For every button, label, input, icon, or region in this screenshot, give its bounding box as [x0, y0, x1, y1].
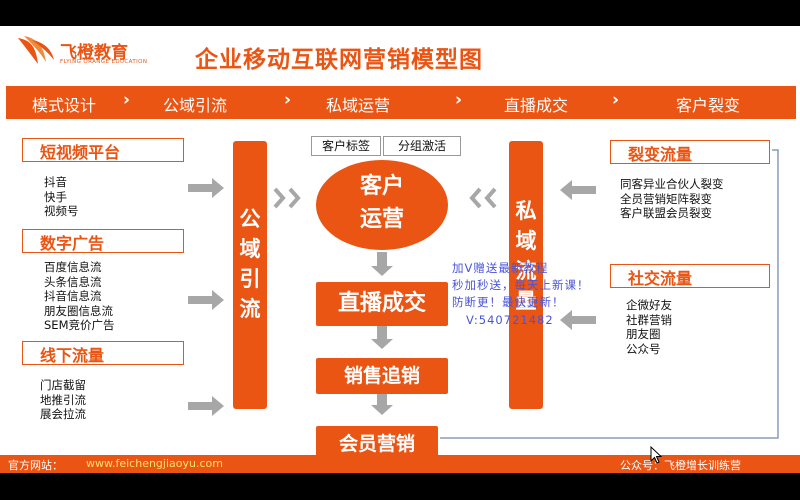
- list-item: 朋友圈: [626, 327, 661, 341]
- list-item: 展会拉流: [40, 407, 86, 421]
- mouse-cursor-icon: [650, 446, 662, 464]
- connector-arrows: [188, 144, 779, 439]
- stage-public-traffic: 公域引流: [163, 96, 228, 115]
- stage-customer-fission: 客户裂变: [676, 96, 741, 115]
- list-item: 地推引流: [40, 392, 86, 407]
- customer-ops-ellipse: 客户运营: [316, 160, 448, 250]
- watermark-line: 防断更！最快更新！: [452, 295, 565, 309]
- public-traffic-bar: [233, 141, 267, 409]
- slide: 飞橙教育 FLYING ORANGE EDUCATION 企业移动互联网营销模型…: [0, 26, 800, 473]
- watermark-line: 加V赠送最新教程: [452, 261, 549, 275]
- stage-band: [6, 86, 796, 119]
- digital-ads-title: 数字广告: [40, 234, 105, 253]
- stage-private-ops: 私域运营: [326, 96, 391, 115]
- stage-live-deal: 直播成交: [504, 96, 569, 115]
- offline-box: [22, 341, 184, 365]
- chevron-right-icon: ›: [612, 90, 620, 110]
- list-item: 百度信息流: [44, 260, 102, 274]
- short-video-box: [22, 138, 184, 162]
- fission-title: 裂变流量: [628, 145, 693, 164]
- public-traffic-text: 公域引流: [239, 207, 261, 321]
- public-traffic-label: 公域引流: [233, 204, 267, 324]
- digital-ads-box: [22, 229, 184, 253]
- list-item: 同客异业合伙人裂变: [620, 177, 724, 191]
- offline-title: 线下流量: [40, 346, 105, 365]
- list-item: 抖音: [44, 175, 67, 189]
- fission-box: [610, 140, 770, 164]
- live-deal-box: 直播成交: [316, 282, 448, 326]
- private-traffic-label: 私域流量: [509, 196, 543, 316]
- chevron-right-icon: ›: [123, 90, 131, 110]
- short-video-title: 短视频平台: [40, 143, 121, 162]
- list-item: 快手: [44, 189, 67, 204]
- watermark-line: 秒加秒送，每天上新课！: [452, 278, 590, 292]
- list-item: 门店截留: [40, 378, 86, 392]
- footer-wechat-account: 公众号：飞橙增长训练营: [620, 459, 741, 472]
- list-item: 公众号: [626, 341, 661, 356]
- chevron-right-icon: ›: [284, 90, 292, 110]
- list-item: SEM竞价广告: [44, 318, 115, 332]
- page-title: 企业移动互联网营销模型图: [195, 47, 483, 73]
- feicheng-logo-icon: [18, 36, 54, 64]
- customer-ops-text: 客户运营: [359, 174, 404, 232]
- watermark-line: V:540721482: [466, 313, 554, 327]
- private-traffic-text: 私域流量: [515, 199, 537, 313]
- list-item: 社群营销: [626, 312, 672, 327]
- logo-subtitle: FLYING ORANGE EDUCATION: [60, 59, 148, 65]
- list-item: 抖音信息流: [44, 289, 102, 303]
- footer-band: [0, 455, 800, 473]
- footer-website-label: 官方网站：: [8, 459, 63, 472]
- sales-followup-box: 销售追销: [316, 358, 448, 394]
- group-activate-label: 分组激活: [383, 136, 461, 156]
- customer-tag-label: 客户标签: [311, 136, 381, 156]
- footer-website-link[interactable]: www.feichengjiaoyu.com: [86, 457, 223, 470]
- social-title: 社交流量: [628, 269, 693, 288]
- stage-mode-design: 模式设计: [32, 96, 97, 115]
- list-item: 头条信息流: [44, 274, 102, 289]
- logo-name: 飞橙教育: [60, 43, 128, 63]
- chevron-right-icon: ›: [455, 90, 463, 110]
- list-item: 朋友圈信息流: [44, 303, 113, 318]
- social-box: [610, 264, 770, 288]
- list-item: 全员营销矩阵裂变: [620, 191, 712, 206]
- list-item: 视频号: [44, 204, 79, 218]
- list-item: 企微好友: [626, 298, 672, 312]
- private-traffic-bar: [509, 141, 543, 409]
- list-item: 客户联盟会员裂变: [620, 206, 712, 220]
